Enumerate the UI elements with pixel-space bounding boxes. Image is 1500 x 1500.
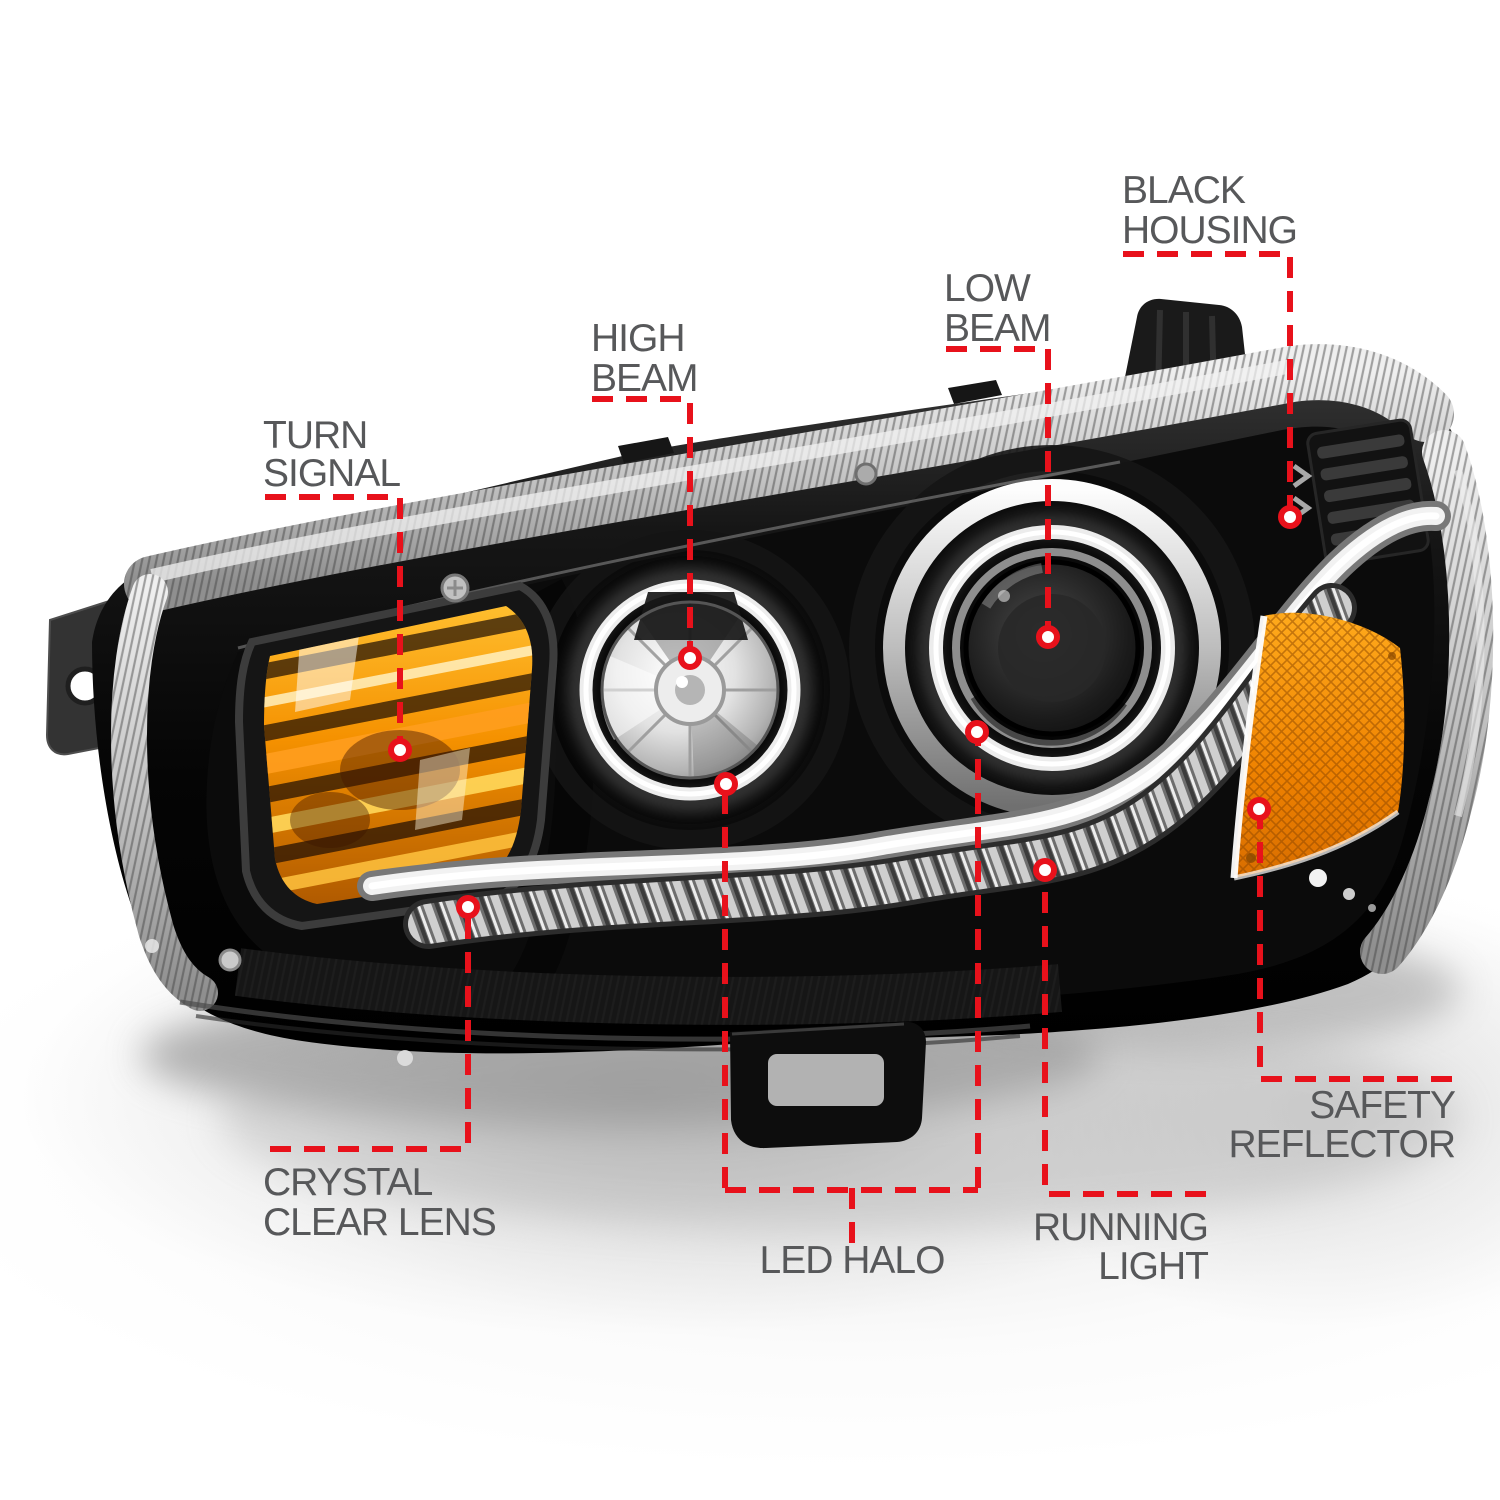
callout-label-running-light: RUNNING LIGHT: [938, 1206, 1209, 1288]
callout-label-high-beam: HIGH BEAM: [591, 317, 699, 400]
leader-crystal-lens: [270, 907, 471, 1152]
leader-low-beam: [946, 346, 1051, 637]
callout-text: LIGHT: [1098, 1245, 1209, 1288]
leader-led-halo: [722, 732, 981, 1243]
chrome-trim-strip: [357, 500, 1451, 901]
callout-text: LED HALO: [759, 1239, 946, 1282]
marker-dot-black-housing: [1278, 505, 1302, 529]
callout-label-black-housing: BLACK HOUSING: [1122, 169, 1298, 252]
marker-dot-low-beam: [1036, 625, 1060, 649]
hardware-details: [145, 380, 1376, 1066]
callout-label-crystal-clear-lens: CRYSTAL CLEAR LENS: [263, 1161, 497, 1244]
marker-dot-crystal-lens: [456, 895, 480, 919]
high-beam-lamp: [556, 556, 824, 824]
leader-safety-reflector: [1257, 809, 1452, 1082]
crystal-lens-edge: [110, 344, 1494, 1011]
leader-running-light: [1042, 870, 1206, 1197]
marker-dot-turn-signal: [388, 738, 412, 762]
marker-dot-running-light: [1033, 858, 1057, 882]
bottom-mounting-bracket: [730, 1021, 926, 1149]
callout-text: BLACK: [1122, 169, 1246, 212]
safety-reflector-amber: [1230, 612, 1405, 881]
leader-high-beam: [592, 396, 693, 658]
callout-label-turn-signal: TURN SIGNAL: [263, 414, 401, 495]
callout-text: BEAM: [591, 357, 699, 400]
callout-text: CRYSTAL: [263, 1161, 433, 1204]
leader-black-housing: [1123, 251, 1293, 517]
marker-dot-led-halo-right: [965, 720, 989, 744]
callout-label-safety-reflector: SAFETY REFLECTOR: [1155, 1084, 1457, 1166]
callout-text: BEAM: [944, 307, 1052, 350]
marker-dot-high-beam: [678, 646, 702, 670]
callout-text: LOW: [944, 267, 1031, 310]
low-beam-projector: [883, 479, 1221, 817]
callout-text: HOUSING: [1122, 209, 1298, 252]
marker-dot-led-halo-left: [714, 772, 738, 796]
callout-text: CLEAR LENS: [263, 1201, 497, 1244]
callout-text: SIGNAL: [263, 452, 401, 495]
leader-turn-signal: [265, 494, 403, 750]
marker-dot-safety-reflector: [1247, 797, 1271, 821]
callout-label-led-halo: LED HALO: [742, 1241, 962, 1281]
callout-text: REFLECTOR: [1228, 1123, 1457, 1166]
callout-text: HIGH: [591, 317, 685, 360]
callout-label-low-beam: LOW BEAM: [944, 267, 1052, 350]
callout-text: TURN: [263, 414, 368, 457]
running-light-strip: [403, 583, 1357, 949]
callout-text: RUNNING: [1033, 1206, 1209, 1249]
callout-text: SAFETY: [1309, 1084, 1456, 1127]
